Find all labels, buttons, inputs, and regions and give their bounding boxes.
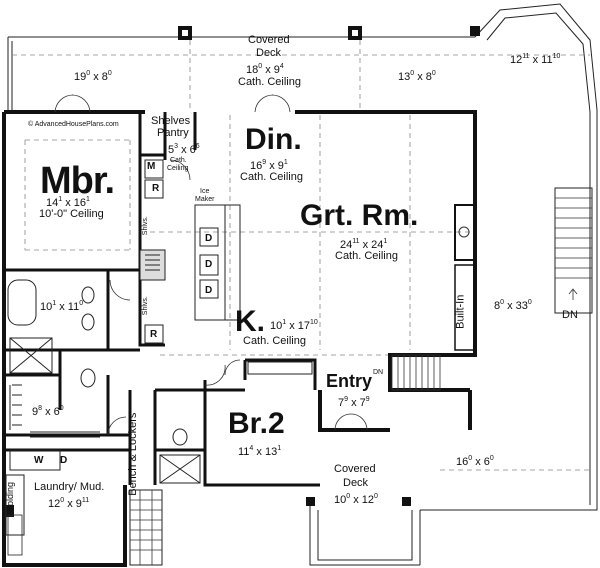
m-label: M bbox=[147, 161, 156, 172]
entry-dims: 79 x 79 bbox=[338, 396, 370, 409]
pantry-shelves: Shelves bbox=[151, 115, 191, 127]
din-ceiling: Cath. Ceiling bbox=[240, 171, 303, 183]
deck-top-name-2: Deck bbox=[256, 47, 282, 59]
fireplace-symbol bbox=[458, 226, 470, 238]
bath-fixtures bbox=[7, 279, 201, 484]
pantry-name: Pantry bbox=[157, 127, 189, 139]
washer-label: W bbox=[34, 455, 44, 466]
deck-top-dims: 180 x 94 bbox=[246, 63, 284, 76]
pantry-dims: 53 x 66 bbox=[168, 143, 200, 156]
grt-ceiling: Cath. Ceiling bbox=[335, 250, 398, 262]
ice-maker-label-1: Ice bbox=[200, 188, 210, 195]
built-in-label: Built-In bbox=[454, 294, 467, 329]
deck-bottom-name-1: Covered bbox=[334, 463, 376, 475]
dishwasher-label-3: D bbox=[205, 285, 213, 296]
beam-lines bbox=[12, 40, 590, 471]
interior-walls bbox=[4, 112, 476, 487]
dryer-label: D bbox=[60, 455, 68, 466]
br2-closet-shelf bbox=[247, 361, 313, 375]
dishwasher-label-1: D bbox=[205, 233, 213, 244]
entry-dn-label: DN bbox=[373, 369, 384, 376]
mbr-ceiling: 10'-0" Ceiling bbox=[39, 208, 104, 220]
laundry-name: Laundry/ Mud. bbox=[34, 481, 105, 493]
pantry-note-2: Ceiling bbox=[167, 165, 189, 172]
wardrobe-hatch bbox=[7, 514, 23, 556]
mbr-dims: 141 x 161 bbox=[46, 196, 90, 209]
deck-top-ceiling: Cath. Ceiling bbox=[238, 76, 301, 88]
dishwasher-label-2: D bbox=[205, 259, 213, 270]
br2-name: Br.2 bbox=[228, 407, 285, 440]
pantry-note-1: Cath. bbox=[170, 157, 187, 164]
closet-rods bbox=[9, 384, 100, 438]
shelves-label-lower: Shlvs. bbox=[141, 296, 149, 316]
deck-top-left-dims: 190 x 80 bbox=[74, 70, 112, 83]
shelves-label-upper: Shlvs. bbox=[141, 216, 149, 236]
deck-bottom-name-2: Deck bbox=[343, 477, 369, 489]
entry-stair bbox=[391, 354, 441, 391]
kitchen-counters bbox=[139, 159, 241, 344]
refrigerator-label-upper: R bbox=[152, 183, 160, 194]
br2-dims: 114 x 131 bbox=[238, 445, 282, 458]
deck-bottom-dims: 100 x 120 bbox=[334, 493, 378, 506]
kitchen-name: K. bbox=[235, 305, 265, 338]
watermark: © AdvancedHousePlans.com bbox=[28, 121, 119, 128]
deck-top-name-1: Covered bbox=[248, 34, 290, 46]
refrigerator-label-lower: R bbox=[150, 329, 158, 340]
folding-label: Folding bbox=[5, 481, 16, 512]
grt-name: Grt. Rm. bbox=[300, 199, 419, 232]
bath-dims: 101 x 110 bbox=[40, 300, 84, 313]
entry-name: Entry bbox=[326, 371, 373, 391]
folding-counter bbox=[5, 474, 25, 536]
deck-right-dims: 80 x 330 bbox=[494, 299, 532, 312]
closet-dims: 98 x 60 bbox=[32, 405, 64, 418]
laundry-stair-treads bbox=[130, 490, 162, 565]
bench-lockers-label: Bench & Lockers bbox=[127, 412, 140, 496]
ice-maker-label-2: Maker bbox=[195, 196, 215, 203]
door-swings bbox=[54, 94, 368, 436]
grt-dims: 2411 x 241 bbox=[340, 238, 388, 251]
din-name: Din. bbox=[245, 123, 302, 156]
deck-bottom-right-dims: 160 x 60 bbox=[456, 455, 494, 468]
mbr-name: Mbr. bbox=[40, 160, 115, 202]
right-stair-treads bbox=[555, 197, 592, 300]
kitchen-dims: 101 x 1710 bbox=[270, 319, 318, 332]
deck-outline bbox=[7, 3, 598, 566]
laundry-dims: 120 x 911 bbox=[48, 497, 90, 510]
din-dims: 169 x 91 bbox=[250, 159, 288, 172]
deck-stair-dn-label: DN bbox=[562, 309, 578, 321]
deck-corner-dims: 1211 x 1110 bbox=[510, 53, 561, 66]
kitchen-ceiling: Cath. Ceiling bbox=[243, 335, 306, 347]
deck-top-right-dims: 130 x 80 bbox=[398, 70, 436, 83]
